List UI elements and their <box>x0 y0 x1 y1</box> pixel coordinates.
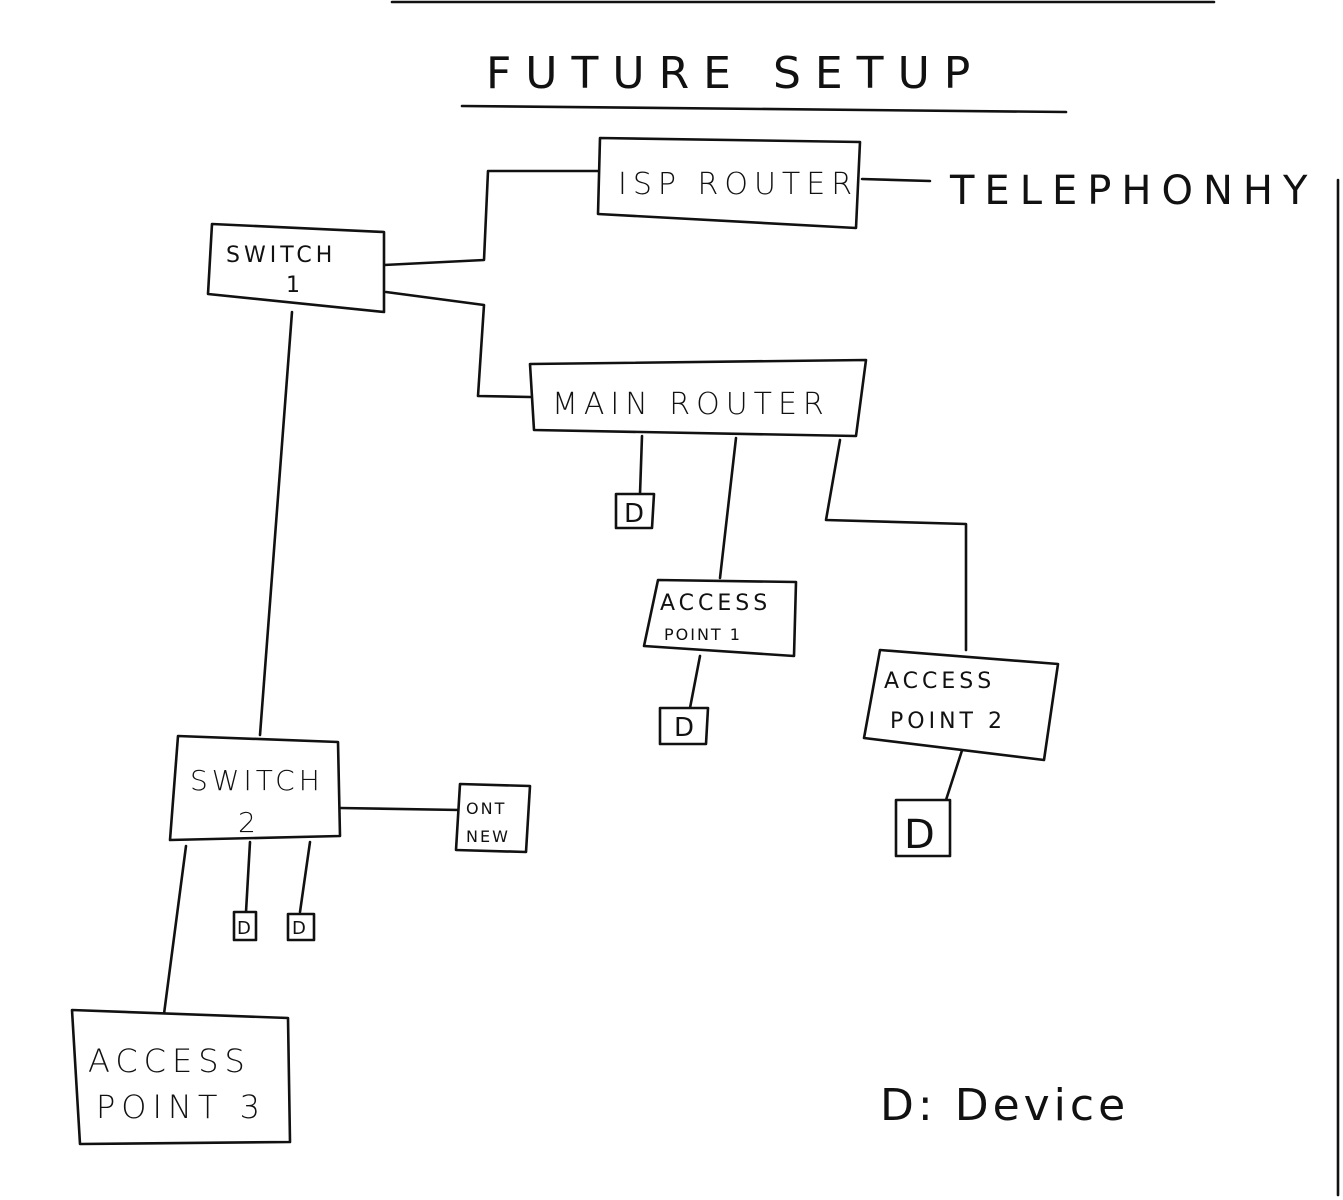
legend-text: D: Device <box>880 1080 1129 1131</box>
main-router-node: MAIN ROUTER <box>528 358 868 438</box>
ont-node: ONT NEW <box>454 782 532 854</box>
switch1-label-line1: SWITCH <box>226 243 336 268</box>
diagram-title: FUTURE SETUP <box>486 48 984 99</box>
device-label: D <box>674 713 694 743</box>
device-label: D <box>292 918 306 939</box>
device-label: D <box>624 499 644 529</box>
title-underline <box>460 104 1068 114</box>
device-label: D <box>904 812 939 858</box>
link-switch2-ap3 <box>162 844 188 1016</box>
ap3-label-line1: ACCESS <box>88 1042 251 1080</box>
access-point3-node: ACCESS POINT 3 <box>70 1008 292 1146</box>
ont-label-line1: ONT <box>466 799 506 818</box>
link-isp-switch1 <box>382 169 600 267</box>
device-ap1: D <box>658 706 710 746</box>
switch2-label-line1: SWITCH <box>190 764 324 797</box>
link-switch1-switch2 <box>258 310 294 737</box>
ap1-label-line1: ACCESS <box>660 591 771 616</box>
device-main-router: D <box>614 492 656 530</box>
isp-router-label: ISP ROUTER <box>618 167 858 202</box>
link-isp-telephony <box>860 177 932 183</box>
ap2-label-line2: POINT 2 <box>890 709 1006 734</box>
telephony-label: TELEPHONHY <box>949 168 1317 214</box>
device-ap2: D <box>894 798 952 858</box>
access-point2-node: ACCESS POINT 2 <box>862 648 1060 762</box>
main-router-label: MAIN ROUTER <box>552 387 830 422</box>
device-label: D <box>237 918 251 939</box>
link-switch2-device-a <box>244 840 252 914</box>
device-switch2-b: D <box>286 912 316 942</box>
ap2-label-line1: ACCESS <box>884 669 995 694</box>
switch1-node: SWITCH 1 <box>206 222 386 314</box>
ap1-label-line2: POINT 1 <box>664 625 742 644</box>
link-ap1-device <box>688 654 702 710</box>
link-switch2-device-b <box>298 840 312 914</box>
device-switch2-a: D <box>232 910 258 942</box>
link-main-device <box>638 434 644 496</box>
switch2-node: SWITCH 2 <box>168 734 342 842</box>
ont-label-line2: NEW <box>466 827 510 846</box>
switch1-label-line2: 1 <box>286 273 304 298</box>
access-point1-node: ACCESS POINT 1 <box>642 578 798 658</box>
link-switch2-ont <box>338 806 462 812</box>
link-main-ap2 <box>824 438 968 652</box>
switch2-label-line2: 2 <box>238 806 262 839</box>
link-switch1-main <box>384 290 532 399</box>
link-main-ap1 <box>718 436 738 580</box>
isp-router-node: ISP ROUTER <box>596 136 862 230</box>
ap3-label-line2: POINT 3 <box>96 1088 266 1126</box>
